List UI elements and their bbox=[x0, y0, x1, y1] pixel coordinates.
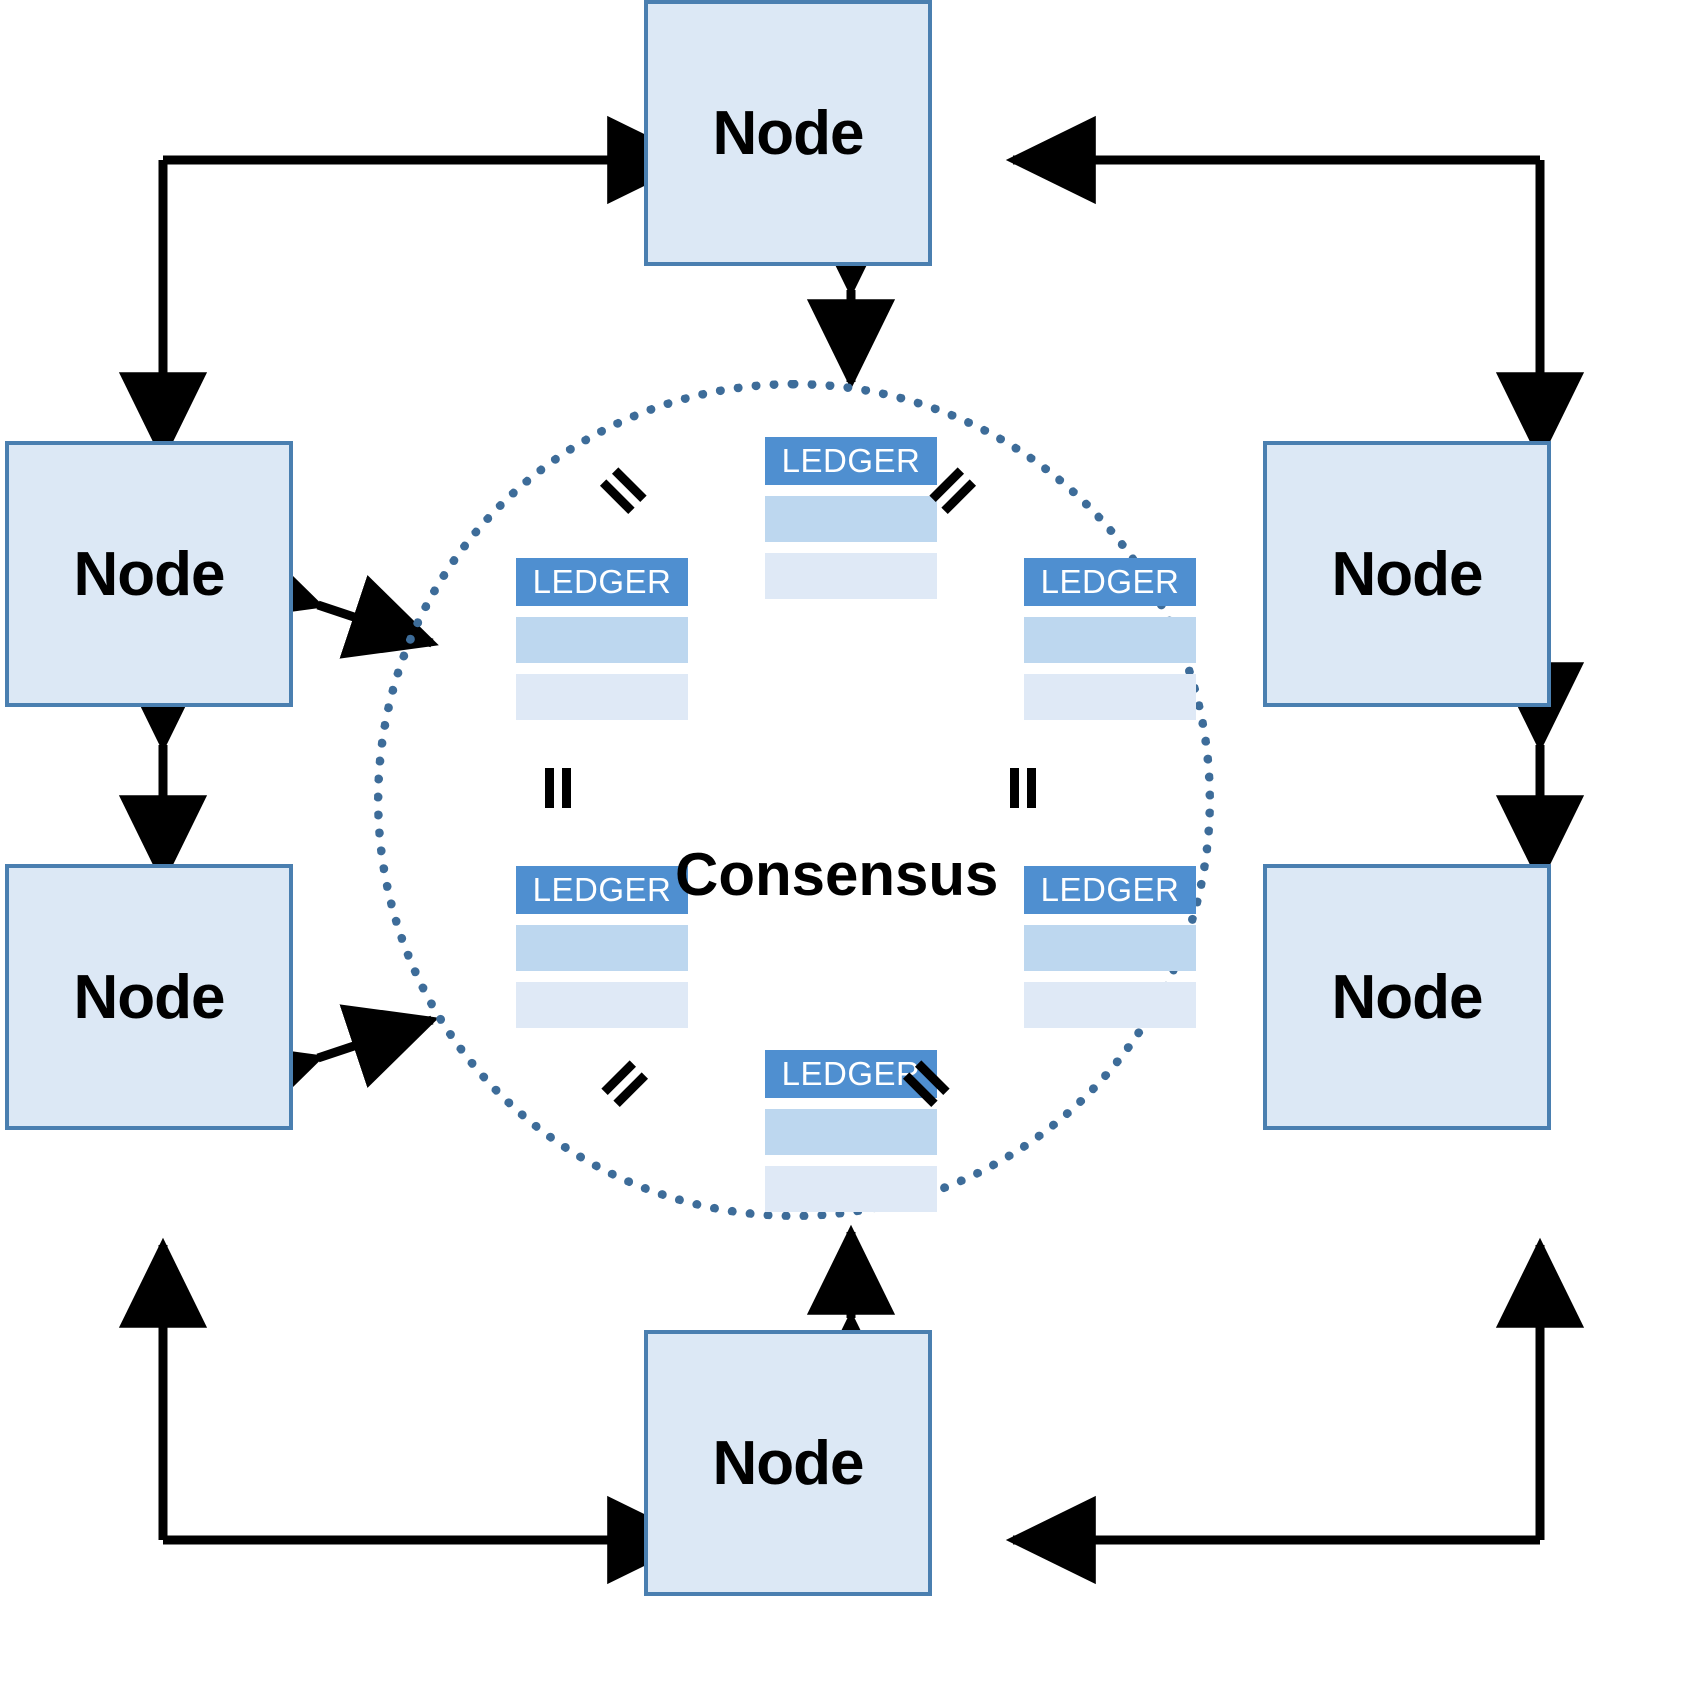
node-label: Node bbox=[73, 962, 226, 1032]
node-box-top[interactable]: Node bbox=[644, 0, 932, 266]
ledger-card-left-upper[interactable]: LEDGER bbox=[516, 558, 688, 720]
node-label: Node bbox=[1331, 962, 1484, 1032]
ledger-header-label: LEDGER bbox=[516, 558, 688, 606]
ledger-header-label: LEDGER bbox=[765, 1050, 937, 1098]
node-label: Node bbox=[712, 98, 865, 168]
ledger-card-right-lower[interactable]: LEDGER bbox=[1024, 866, 1196, 1028]
node-label: Node bbox=[73, 539, 226, 609]
ledger-card-left-lower[interactable]: LEDGER bbox=[516, 866, 688, 1028]
node-box-left-upper[interactable]: Node bbox=[5, 441, 293, 707]
ledger-row-2 bbox=[1024, 674, 1196, 720]
ledger-row-1 bbox=[516, 925, 688, 971]
ledger-row-2 bbox=[1024, 982, 1196, 1028]
ledger-header-label: LEDGER bbox=[1024, 558, 1196, 606]
ledger-card-bottom[interactable]: LEDGER bbox=[765, 1050, 937, 1212]
ledger-card-right-upper[interactable]: LEDGER bbox=[1024, 558, 1196, 720]
ledger-row-1 bbox=[516, 617, 688, 663]
node-box-left-lower[interactable]: Node bbox=[5, 864, 293, 1130]
ledger-row-2 bbox=[516, 674, 688, 720]
node-label: Node bbox=[1331, 539, 1484, 609]
ledger-row-2 bbox=[516, 982, 688, 1028]
ledger-header-label: LEDGER bbox=[516, 866, 688, 914]
ledger-header-label: LEDGER bbox=[1024, 866, 1196, 914]
equality-mark-mid-left bbox=[535, 768, 579, 808]
ledger-row-1 bbox=[1024, 617, 1196, 663]
ledger-row-1 bbox=[1024, 925, 1196, 971]
ledger-row-2 bbox=[765, 553, 937, 599]
ledger-header-label: LEDGER bbox=[765, 437, 937, 485]
consensus-label: Consensus bbox=[675, 841, 999, 908]
node-box-right-lower[interactable]: Node bbox=[1263, 864, 1551, 1130]
node-label: Node bbox=[712, 1428, 865, 1498]
ledger-row-1 bbox=[765, 496, 937, 542]
ledger-row-1 bbox=[765, 1109, 937, 1155]
ledger-card-top[interactable]: LEDGER bbox=[765, 437, 937, 599]
node-box-right-upper[interactable]: Node bbox=[1263, 441, 1551, 707]
consensus-boundary-circle bbox=[374, 380, 1214, 1220]
equality-mark-mid-right bbox=[1000, 768, 1044, 808]
ledger-row-2 bbox=[765, 1166, 937, 1212]
node-box-bottom[interactable]: Node bbox=[644, 1330, 932, 1596]
